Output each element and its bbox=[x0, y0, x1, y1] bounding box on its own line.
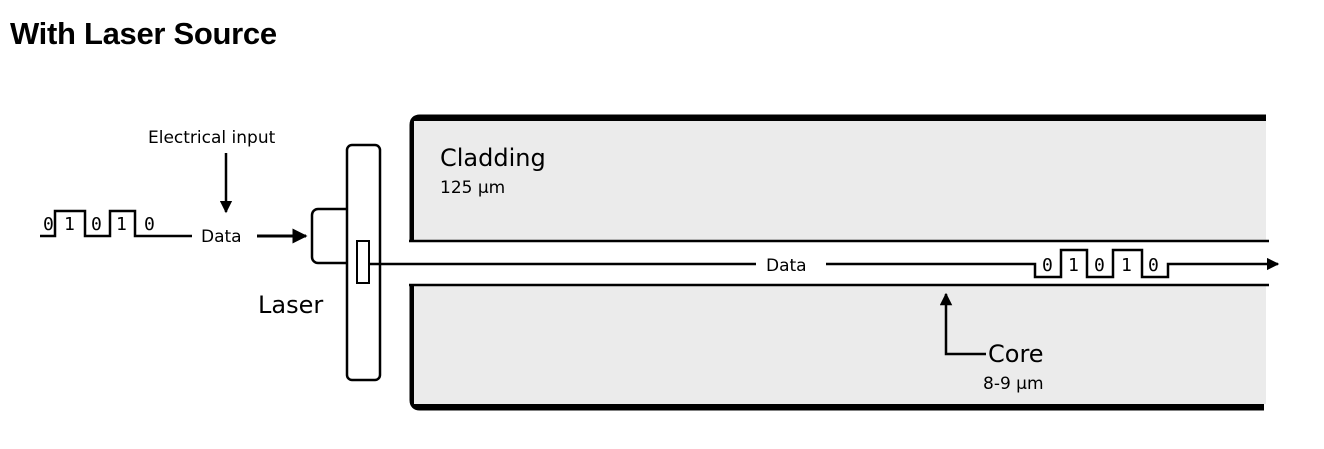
core-data-label: Data bbox=[766, 256, 807, 276]
output-waveform bbox=[826, 248, 1280, 279]
laser-emitter bbox=[356, 240, 370, 284]
input-bit: 0 bbox=[43, 214, 54, 235]
input-waveform bbox=[40, 209, 192, 238]
diagram-title: With Laser Source bbox=[10, 16, 277, 51]
input-bit: 0 bbox=[144, 214, 155, 235]
cladding-label: Cladding bbox=[440, 144, 546, 172]
output-bit: 1 bbox=[1068, 255, 1079, 276]
output-bit: 0 bbox=[1042, 255, 1053, 276]
input-bit: 1 bbox=[64, 214, 75, 235]
cladding-size: 125 µm bbox=[440, 178, 505, 198]
electrical-input-label: Electrical input bbox=[148, 128, 276, 148]
input-data-label: Data bbox=[201, 227, 242, 247]
output-bit: 1 bbox=[1121, 255, 1132, 276]
core-label: Core bbox=[988, 340, 1044, 368]
input-bit: 1 bbox=[116, 214, 127, 235]
output-bit: 0 bbox=[1148, 255, 1159, 276]
core-size: 8-9 µm bbox=[983, 374, 1044, 394]
input-bit: 0 bbox=[91, 214, 102, 235]
laser-label: Laser bbox=[258, 291, 323, 319]
core-pointer-arrow bbox=[939, 292, 986, 356]
output-bit: 0 bbox=[1094, 255, 1105, 276]
